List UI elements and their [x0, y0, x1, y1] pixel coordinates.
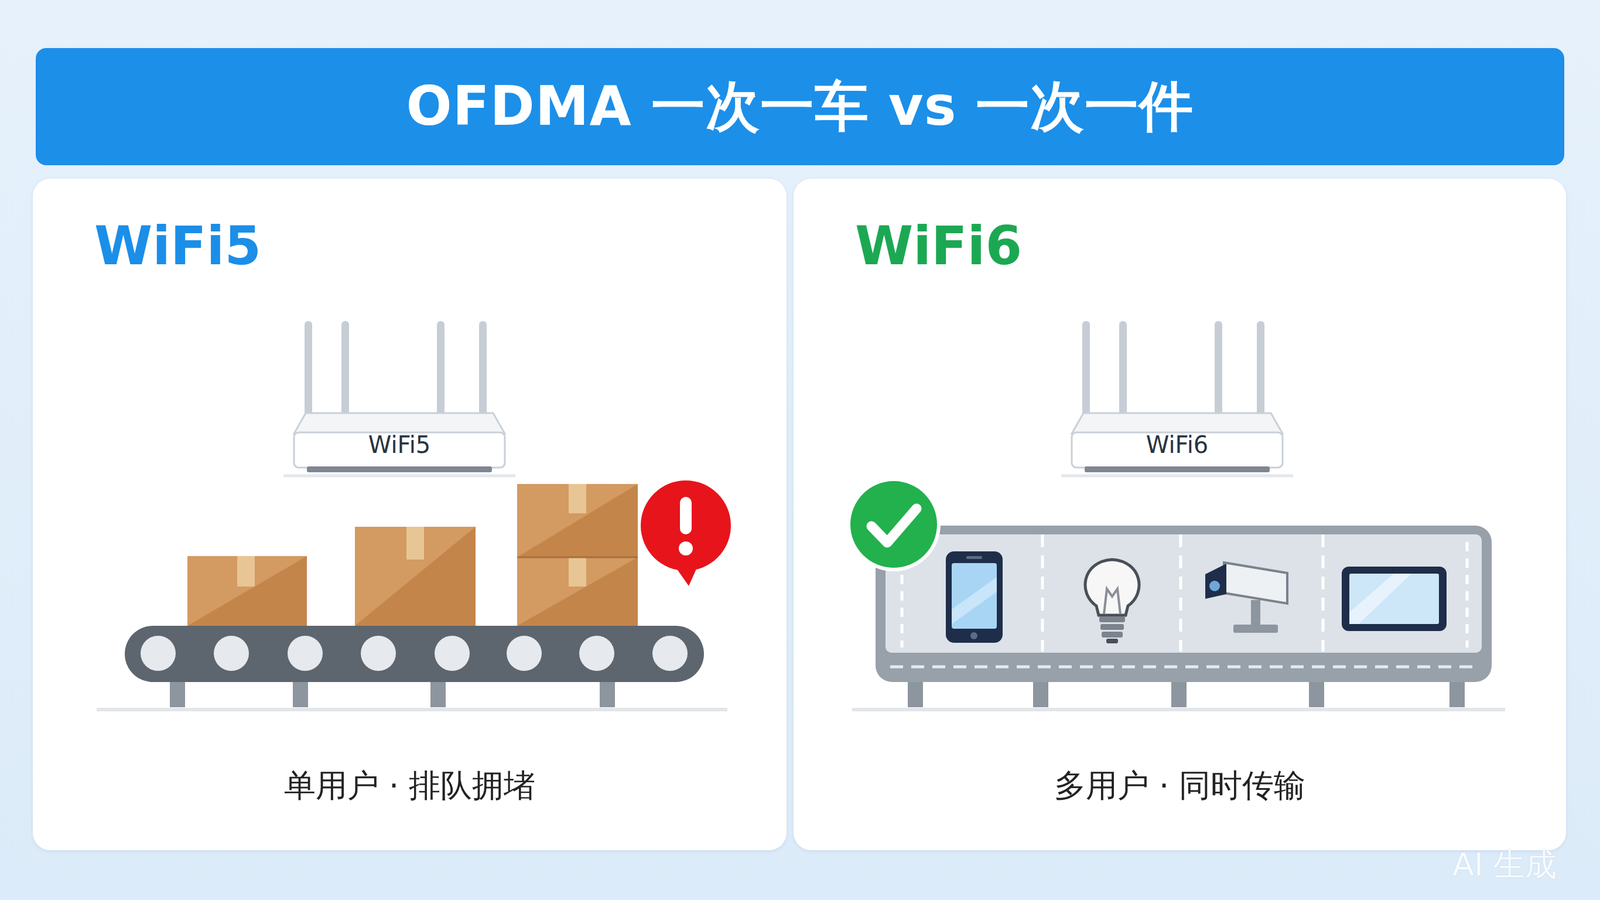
router-shape-part	[283, 474, 516, 478]
router-label: WiFi5	[283, 431, 516, 458]
comparison-panel: WiFi6 多用户 · 同时传输 WiFi6	[793, 178, 1567, 850]
comparison-panel: WiFi5 单用户 · 排队拥堵 WiFi5	[32, 178, 787, 850]
router-shape-part	[341, 320, 350, 420]
router-shape-part	[1071, 412, 1283, 434]
router-shape-part	[479, 320, 487, 420]
panel-heading: WiFi5	[94, 214, 262, 277]
panel-heading: WiFi6	[855, 214, 1022, 277]
watermark: AI 生成	[1452, 843, 1557, 887]
router-shape-part	[293, 412, 505, 434]
router-shape-part	[1061, 474, 1294, 478]
router-shape-part	[304, 320, 313, 420]
panel-caption: 单用户 · 排队拥堵	[32, 764, 787, 808]
router-shape-part	[436, 320, 445, 420]
router-shape-part	[1214, 320, 1223, 420]
title-bar: OFDMA 一次一车 vs 一次一件	[35, 48, 1565, 166]
panel-caption: 多用户 · 同时传输	[793, 764, 1567, 808]
router-shape-part	[1256, 320, 1265, 420]
router-box: WiFi6	[1061, 316, 1294, 478]
router-shape-part	[306, 466, 492, 473]
title-text: OFDMA 一次一车 vs 一次一件	[406, 70, 1195, 143]
router-box: WiFi5	[283, 316, 516, 478]
router-shape-part	[1082, 320, 1090, 420]
router-label: WiFi6	[1061, 431, 1294, 458]
router-shape-part	[1084, 466, 1270, 473]
router-shape-part	[1119, 320, 1127, 420]
